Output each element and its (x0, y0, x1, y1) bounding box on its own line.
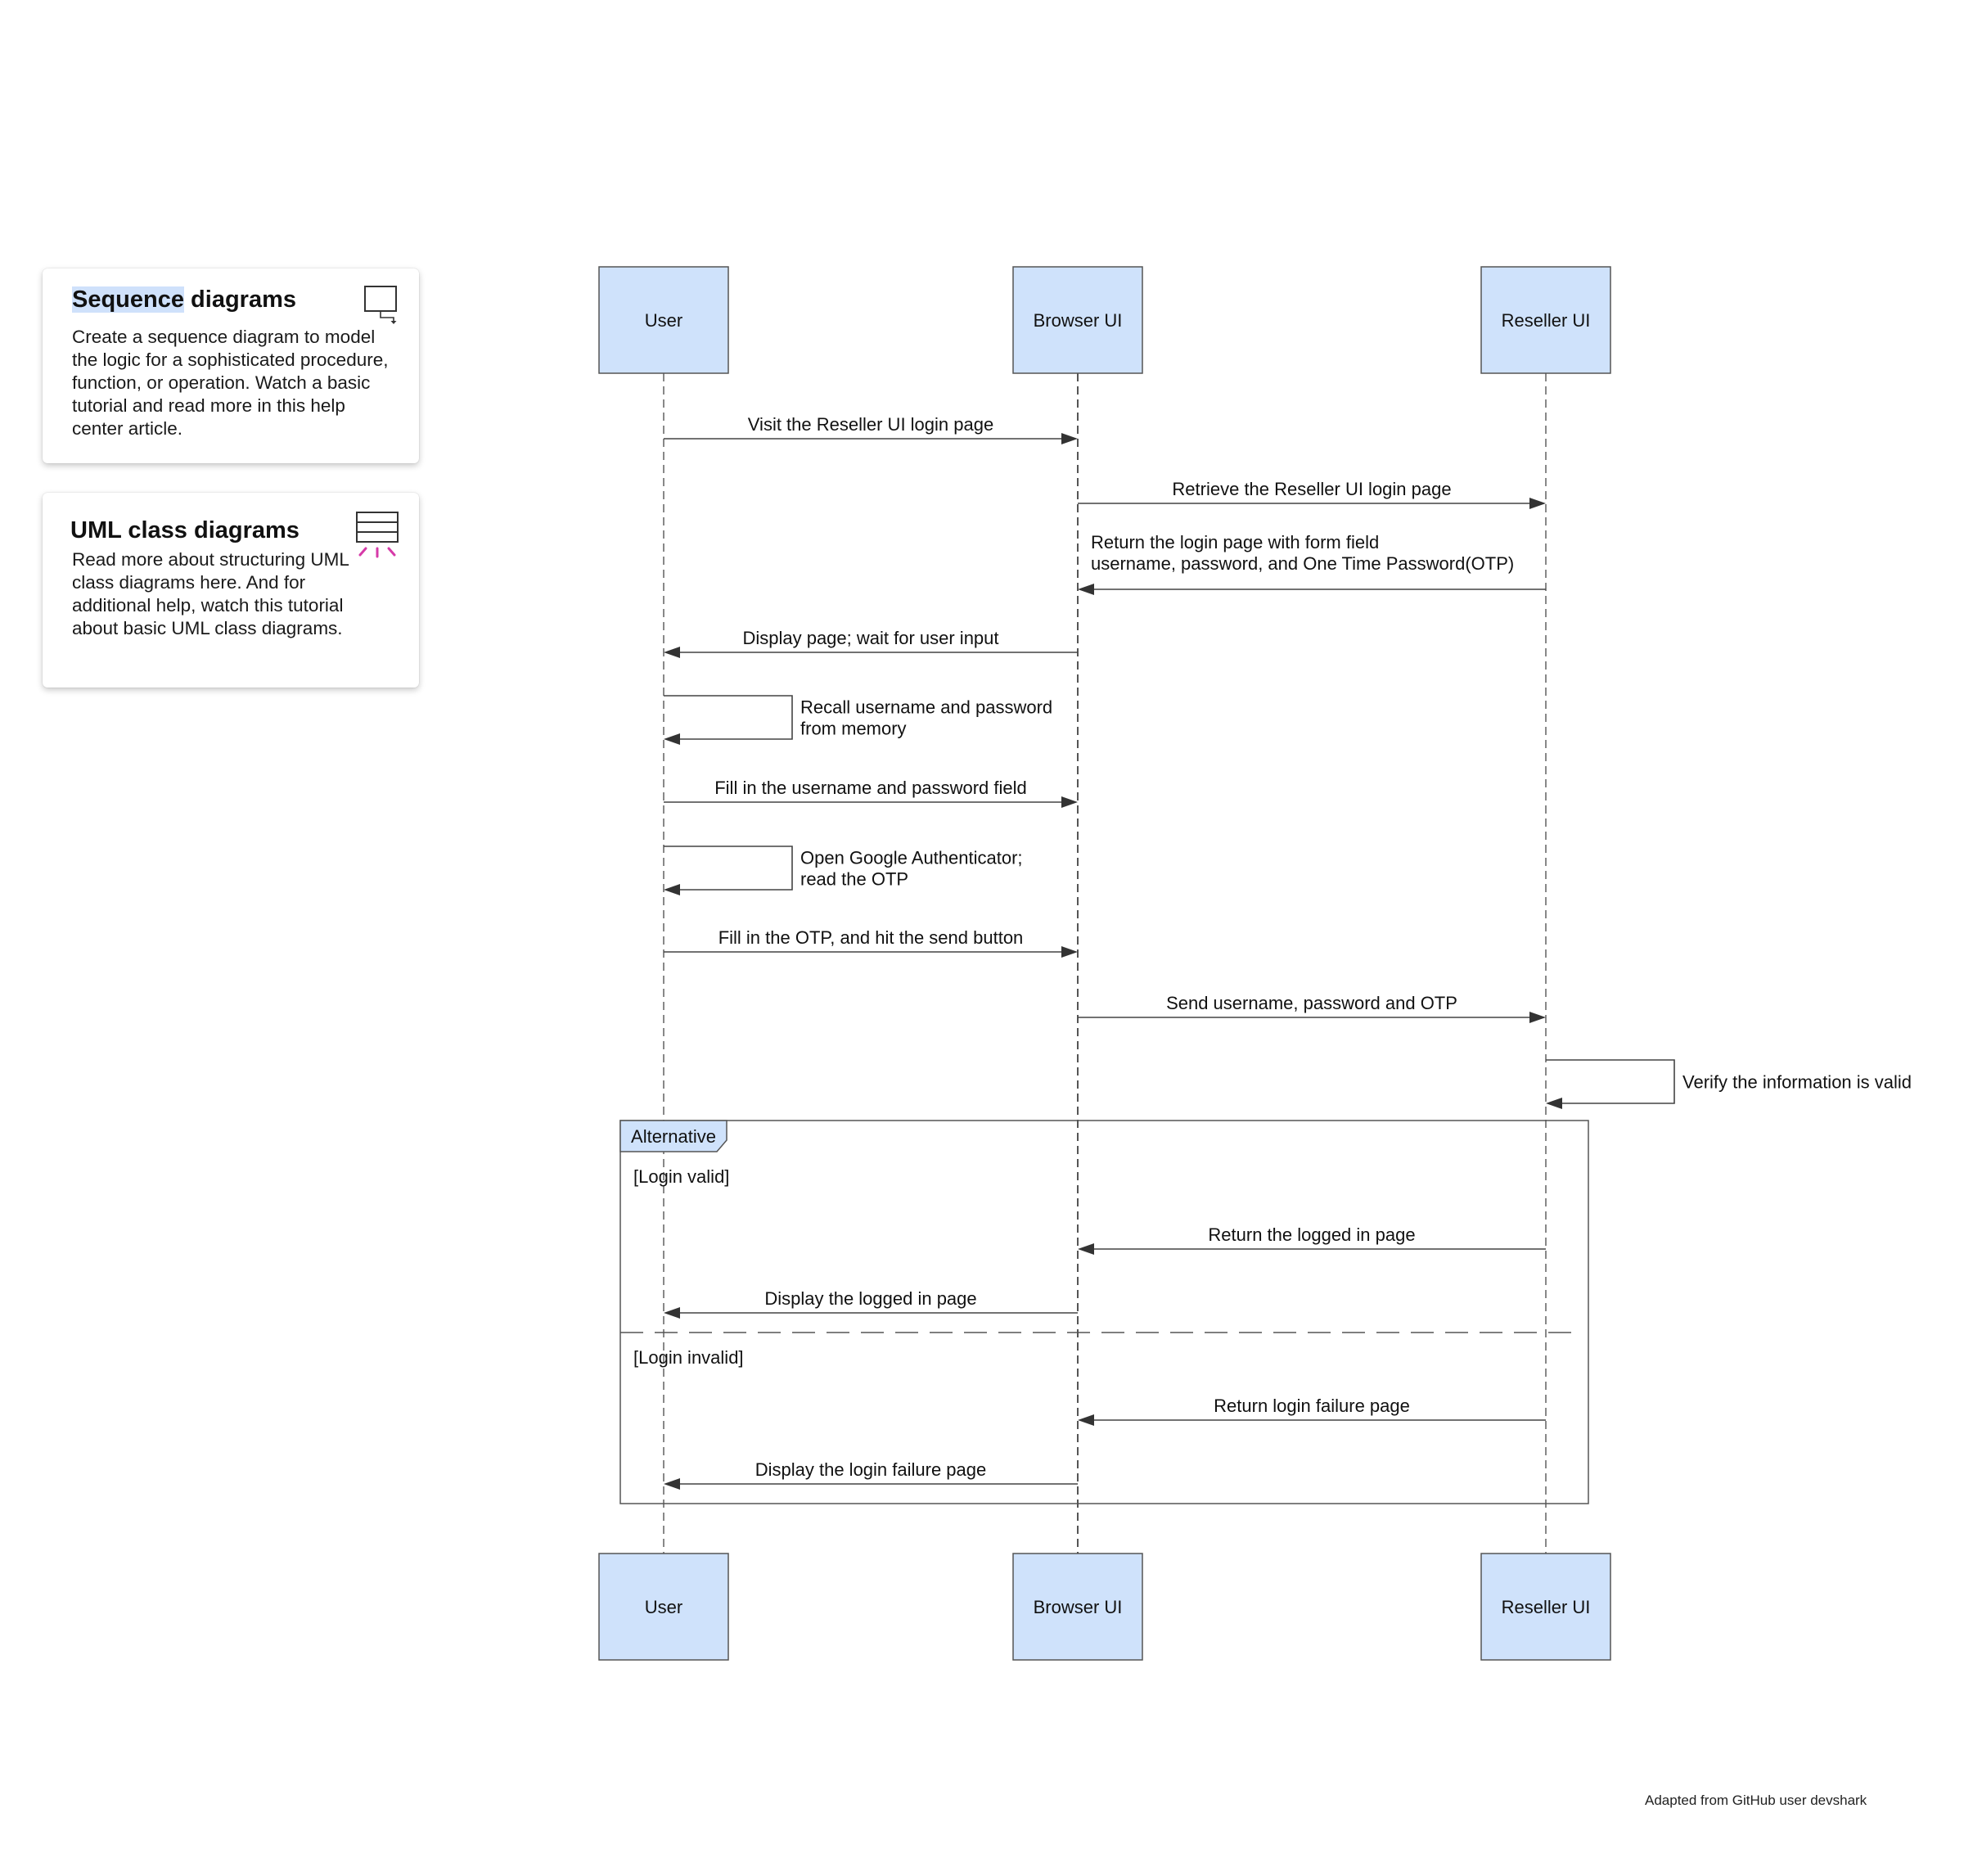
card-title-highlight: Sequence (72, 286, 184, 313)
message-label: Visit the Reseller UI login page (748, 414, 993, 435)
arrowhead (664, 647, 680, 658)
message-label: Fill in the username and password field (714, 778, 1027, 798)
participant-box-top (598, 266, 729, 374)
message-label: Return login failure page (1214, 1396, 1410, 1416)
arrowhead (664, 884, 680, 895)
message-label: from memory (800, 719, 907, 739)
arrowhead (664, 733, 680, 745)
message-label: Display the login failure page (755, 1459, 987, 1480)
arrowhead (1529, 498, 1546, 509)
card-title: Sequence diagrams (72, 286, 296, 313)
message-label: Return the logged in page (1208, 1224, 1415, 1245)
message-label: Recall username and password (800, 697, 1052, 718)
card-description: Create a sequence diagram to model the l… (72, 327, 389, 439)
message-label: Display page; wait for user input (742, 628, 998, 648)
participant-box-top (1480, 266, 1611, 374)
arrowhead (1078, 1243, 1094, 1255)
alt-fragment-frame (619, 1120, 1589, 1504)
arrowhead (1078, 1414, 1094, 1426)
message-label: Display the logged in page (764, 1288, 976, 1309)
self-message-arrow (1546, 1059, 1675, 1104)
alt-fragment-label: Alternative (631, 1126, 716, 1147)
sequence-diagrams-card[interactable]: Sequence diagrams Create a sequence diag… (43, 268, 419, 463)
class-diagram-icon (355, 511, 399, 567)
message-label: Open Google Authenticator; (800, 848, 1023, 868)
arrowhead (1061, 433, 1078, 444)
arrowhead (664, 1307, 680, 1319)
arrowhead (1529, 1012, 1546, 1023)
participant-label: Reseller UI (1502, 1597, 1591, 1617)
participant-label: User (645, 1597, 682, 1617)
arrowhead (1061, 946, 1078, 958)
message-label: Retrieve the Reseller UI login page (1172, 479, 1451, 499)
self-message-arrow (664, 846, 793, 891)
participant-label: User (645, 310, 682, 331)
participant-box-bottom (1480, 1553, 1611, 1661)
participant-label: Browser UI (1034, 310, 1123, 331)
arrowhead (1546, 1098, 1562, 1109)
message-label: username, password, and One Time Passwor… (1091, 553, 1514, 574)
uml-class-diagrams-card[interactable]: UML class diagrams Read more about struc… (43, 493, 419, 688)
card-title: UML class diagrams (70, 517, 300, 543)
arrowhead (664, 1478, 680, 1490)
sequence-diagram-icon (363, 285, 399, 331)
self-message-arrow (664, 695, 793, 740)
message-label: Send username, password and OTP (1166, 993, 1457, 1013)
message-label: Return the login page with form field (1091, 532, 1379, 552)
message-label: Fill in the OTP, and hit the send button (718, 927, 1024, 948)
arrowhead (1061, 796, 1078, 808)
alt-fragment-tab (619, 1120, 727, 1152)
participant-box-top (1012, 266, 1143, 374)
arrowhead (1078, 584, 1094, 595)
guard-label: [Login valid] (633, 1166, 729, 1187)
card-description: Read more about structuring UML class di… (72, 549, 349, 638)
credit-note: Adapted from GitHub user devshark (1645, 1793, 1867, 1808)
participant-label: Reseller UI (1502, 310, 1591, 331)
participant-box-bottom (1012, 1553, 1143, 1661)
participant-label: Browser UI (1034, 1597, 1123, 1617)
message-label: read the OTP (800, 869, 908, 890)
message-label: Verify the information is valid (1682, 1072, 1912, 1093)
participant-box-bottom (598, 1553, 729, 1661)
guard-label: [Login invalid] (633, 1347, 744, 1368)
card-title-rest: diagrams (184, 286, 296, 313)
